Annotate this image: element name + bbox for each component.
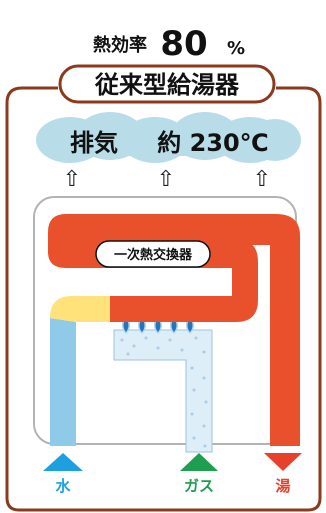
exhaust-arrow-middle: ⇧ <box>157 167 175 192</box>
exhaust-arrow-left: ⇧ <box>63 167 81 192</box>
mixing-section <box>50 296 110 322</box>
exhaust-cloud <box>36 112 301 163</box>
exhaust-temperature: 約 230℃ <box>157 129 269 157</box>
efficiency-unit: % <box>227 38 245 59</box>
efficiency-value: 80 <box>160 24 207 64</box>
water-inlet-arrow <box>43 453 83 471</box>
efficiency-label: 熱効率 <box>93 34 147 56</box>
title-text: 従来型給湯器 <box>94 71 240 99</box>
exhaust-arrow-right: ⇧ <box>253 167 271 192</box>
gas-inlet-arrow <box>180 453 218 471</box>
cold-water-pipe <box>50 318 76 446</box>
title-pill <box>58 64 276 104</box>
hot-water-pipe <box>48 214 300 446</box>
hot-water-label: 湯 <box>275 477 290 495</box>
exchanger-label-bubble <box>95 240 211 268</box>
exchanger-label: 一次熱交換器 <box>114 247 193 263</box>
gas-label: ガス <box>184 477 214 495</box>
exhaust-label: 排気 <box>70 129 118 157</box>
water-label: 水 <box>55 477 71 495</box>
gas-pipe <box>113 329 213 453</box>
hot-water-outlet-arrow <box>264 453 302 471</box>
outer-frame <box>5 86 322 512</box>
